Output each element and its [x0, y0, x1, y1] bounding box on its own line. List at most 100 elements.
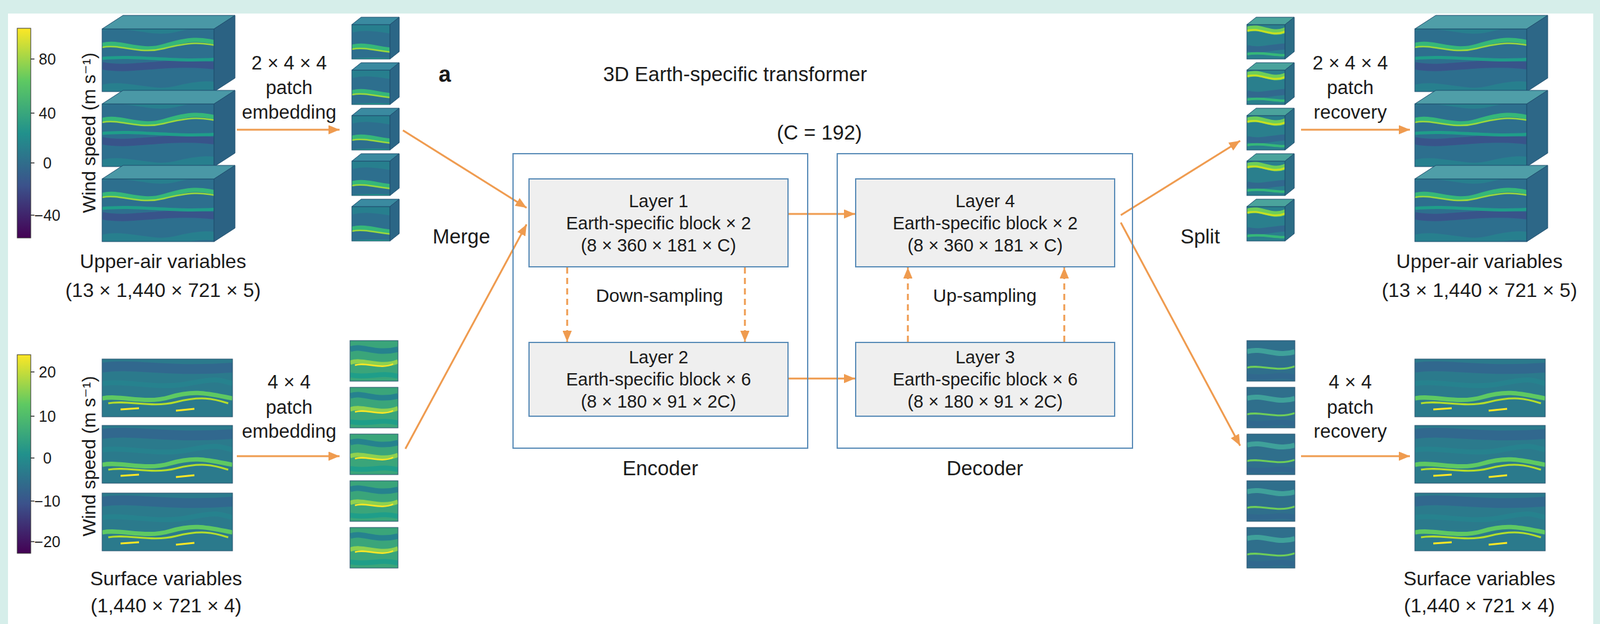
patch-cube — [1246, 62, 1295, 105]
flow-arrow — [236, 455, 340, 458]
patch-cube — [351, 17, 400, 60]
flow-label: Down-sampling — [596, 285, 724, 307]
step-label: 4 × 4 — [1328, 371, 1372, 394]
step-label: patch — [265, 76, 313, 100]
layer-text: Layer 4Earth-specific block × 2(8 × 360 … — [892, 190, 1078, 257]
node-text: Earth-specific block × 6 — [565, 368, 752, 391]
tick-label: 20 — [38, 363, 56, 382]
step-label: recovery — [1313, 420, 1388, 443]
surface-patch — [1246, 527, 1295, 569]
flow-arrow — [1120, 222, 1241, 446]
axis-title: Wind speed (m s⁻¹) — [78, 376, 101, 538]
connector — [743, 267, 746, 343]
flow-arrow — [1301, 455, 1410, 458]
upper-air-slab — [102, 165, 235, 242]
node-text: (8 × 180 × 91 × 2C) — [565, 390, 752, 413]
node-text: Layer 4 — [892, 190, 1078, 213]
step-label: patch — [265, 396, 313, 419]
panel-letter: a — [438, 61, 451, 87]
tick-label: −20 — [34, 533, 61, 552]
surface-patch — [1246, 434, 1295, 475]
stack-caption: Upper-air variables(13 × 1,440 × 721 × 5… — [65, 247, 261, 306]
layer-box: Layer 1Earth-specific block × 2(8 × 360 … — [528, 178, 789, 268]
tick-label: 0 — [43, 154, 52, 173]
patch-cube — [351, 62, 400, 105]
channel-note: (C = 192) — [776, 121, 862, 145]
patch-cube — [1246, 153, 1295, 196]
surface-patch — [350, 527, 399, 569]
surface-patch — [350, 481, 399, 522]
upper-air-slab — [102, 15, 235, 92]
surface-patch — [1246, 481, 1295, 522]
surface-patch — [350, 434, 399, 475]
surface-map — [1414, 493, 1546, 552]
node-text: (8 × 180 × 91 × 2C) — [892, 390, 1078, 413]
node-text: (8 × 360 × 181 × C) — [892, 234, 1078, 257]
colorbar — [17, 28, 31, 239]
node-text: Upper-air variables — [1381, 247, 1578, 277]
upper-air-slab — [1414, 165, 1548, 242]
stack-caption: Upper-air variables(13 × 1,440 × 721 × 5… — [1381, 247, 1578, 306]
connector — [788, 213, 856, 216]
flow-label: Up-sampling — [933, 285, 1037, 307]
layer-text: Layer 2Earth-specific block × 6(8 × 180 … — [565, 346, 752, 413]
tick-label: −40 — [34, 206, 61, 225]
node-text: Surface variables — [89, 565, 242, 593]
stack-caption: Surface variables(1,440 × 721 × 4) — [1403, 565, 1556, 620]
surface-patch — [350, 387, 399, 429]
step-label: 2 × 4 × 4 — [1312, 52, 1388, 75]
connector — [788, 377, 856, 380]
patch-cube — [1246, 199, 1295, 242]
flow-arrow — [405, 224, 527, 450]
step-label: 4 × 4 — [267, 371, 311, 394]
upper-air-slab — [1414, 15, 1548, 92]
connector — [906, 267, 909, 343]
colorbar-ticks — [30, 372, 35, 542]
step-label: embedding — [241, 420, 336, 443]
node-text: Earth-specific block × 2 — [892, 212, 1078, 235]
connector — [1063, 267, 1066, 343]
upper-air-slab — [102, 90, 235, 167]
frame-caption: Decoder — [837, 456, 1132, 482]
surface-map — [102, 493, 233, 552]
node-text: (8 × 360 × 181 × C) — [565, 234, 752, 257]
tick-label: 40 — [38, 104, 56, 123]
axis-title: Wind speed (m s⁻¹) — [78, 52, 101, 214]
tick-label: 10 — [38, 407, 56, 426]
layer-text: Layer 1Earth-specific block × 2(8 × 360 … — [565, 190, 752, 257]
colorbar-ticks — [30, 59, 35, 216]
step-label: patch — [1326, 76, 1374, 100]
node-text: Earth-specific block × 6 — [892, 368, 1078, 391]
surface-map — [102, 425, 233, 484]
patch-cube — [1246, 17, 1295, 60]
flow-label: Split — [1180, 225, 1220, 249]
node-text: Layer 1 — [565, 190, 752, 213]
tick-label: 0 — [43, 449, 52, 468]
flow-arrow — [1120, 140, 1241, 216]
step-label: recovery — [1313, 101, 1388, 124]
node-text: Decoder — [837, 456, 1132, 482]
layer-box: Layer 2Earth-specific block × 6(8 × 180 … — [528, 342, 789, 418]
node-text: (1,440 × 721 × 4) — [89, 592, 242, 620]
stack-caption: Surface variables(1,440 × 721 × 4) — [89, 565, 242, 620]
surface-map — [102, 359, 233, 418]
flow-arrow — [236, 129, 340, 132]
surface-map — [1414, 359, 1546, 418]
patch-cube — [351, 108, 400, 151]
layer-box: Layer 3Earth-specific block × 6(8 × 180 … — [855, 342, 1116, 418]
colorbar — [17, 354, 31, 554]
flow-label: Merge — [432, 225, 491, 249]
node-text: Layer 3 — [892, 346, 1078, 369]
step-label: 2 × 4 × 4 — [251, 52, 327, 75]
node-text: (1,440 × 721 × 4) — [1403, 592, 1556, 620]
node-text: Layer 2 — [565, 346, 752, 369]
node-text: (13 × 1,440 × 721 × 5) — [65, 276, 261, 306]
node-text: Earth-specific block × 2 — [565, 212, 752, 235]
variable-stack: Upper-air variables(13 × 1,440 × 721 × 5… — [1368, 11, 1591, 306]
flow-arrow — [402, 130, 527, 208]
flow-arrow — [1301, 129, 1410, 132]
surface-patch — [1246, 340, 1295, 382]
surface-patch — [1246, 387, 1295, 429]
patch-cube — [351, 153, 400, 196]
node-text: (13 × 1,440 × 721 × 5) — [1381, 276, 1578, 306]
